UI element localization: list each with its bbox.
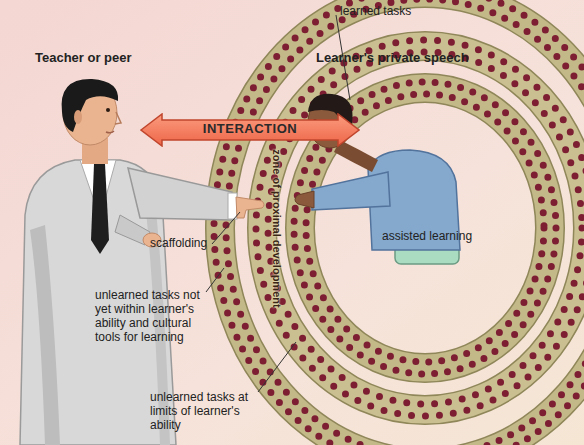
band-edge [262,46,584,410]
leader-lines [206,15,350,392]
mouth [106,131,114,133]
arrow-outline [141,114,359,146]
interaction-arrow: INTERACTION [140,113,360,147]
node-text-holder: INTERACTION [140,113,360,144]
suit-shade [30,225,60,445]
band-edge [220,0,584,445]
band-fill [220,0,584,445]
hair [62,79,119,132]
hand [236,197,264,218]
task-dots [226,0,584,445]
band-label: learned tasks [340,4,440,18]
leader-line [206,268,224,292]
leader-line [258,342,296,392]
leader-line [212,212,240,244]
callout-label: scaffolding [150,236,230,250]
arm-sleeve [128,168,232,220]
band-title: zone of proximal development [271,113,284,343]
figure-heading: Teacher or peer [35,50,195,65]
middle-band [256,40,584,416]
nose [115,112,121,124]
outer-band [214,0,584,445]
hand [295,191,314,208]
arm-sleeve [312,172,390,210]
callout-label: unlearned tasks at limits of learner's a… [150,390,270,432]
task-dots [268,52,582,404]
node-text: INTERACTION [140,121,360,136]
callout-label: assisted learning [382,229,492,243]
band-fill [262,46,584,410]
ear [74,110,82,124]
task-dots [256,40,584,416]
callout-label: unlearned tasks not yet within learner's… [95,288,215,345]
eye [106,108,110,112]
task-dots [214,0,584,445]
figure-heading: Learner's private speech [316,50,526,65]
tie [91,164,109,254]
